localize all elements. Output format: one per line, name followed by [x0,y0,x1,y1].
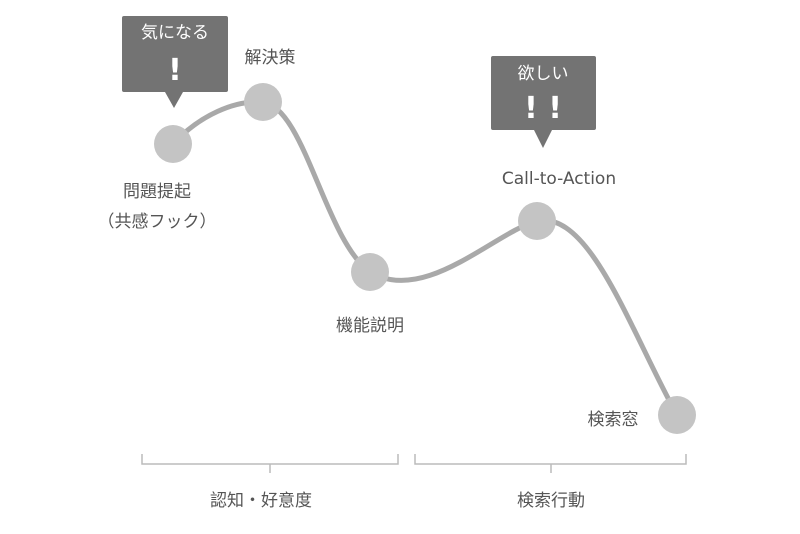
callout-hoshii-mark: ! ! [524,91,562,126]
phase-awareness-label: 認知・好意度 [210,491,312,511]
callout-kininaru: 気になる ! [122,16,228,108]
bracket-search-action [414,454,687,473]
label-kyokan-hook: （共感フック） [98,212,217,232]
callout-hoshii-label: 欲しい [518,64,569,84]
node-kinou-setsumei [351,253,389,291]
callout-kininaru-box [122,16,228,108]
node-cta [518,202,556,240]
callout-kininaru-label: 気になる [141,23,209,43]
callout-hoshii-box [491,56,596,148]
node-kensaku-mado [658,396,696,434]
callout-kininaru-mark: ! [168,53,182,88]
label-kensaku-mado: 検索窓 [588,410,639,430]
phase-search-action-label: 検索行動 [517,491,585,511]
journey-curve [170,99,680,418]
label-cta: Call-to-Action [502,169,616,189]
label-mondai-teiki: 問題提起 [123,182,191,202]
label-kaiketsusaku: 解決策 [245,48,296,68]
bracket-awareness [141,454,399,473]
label-kinou-setsumei: 機能説明 [336,316,404,336]
node-mondai-teiki [154,125,192,163]
callout-hoshii: 欲しい ! ! [491,56,596,148]
node-kaiketsusaku [244,83,282,121]
